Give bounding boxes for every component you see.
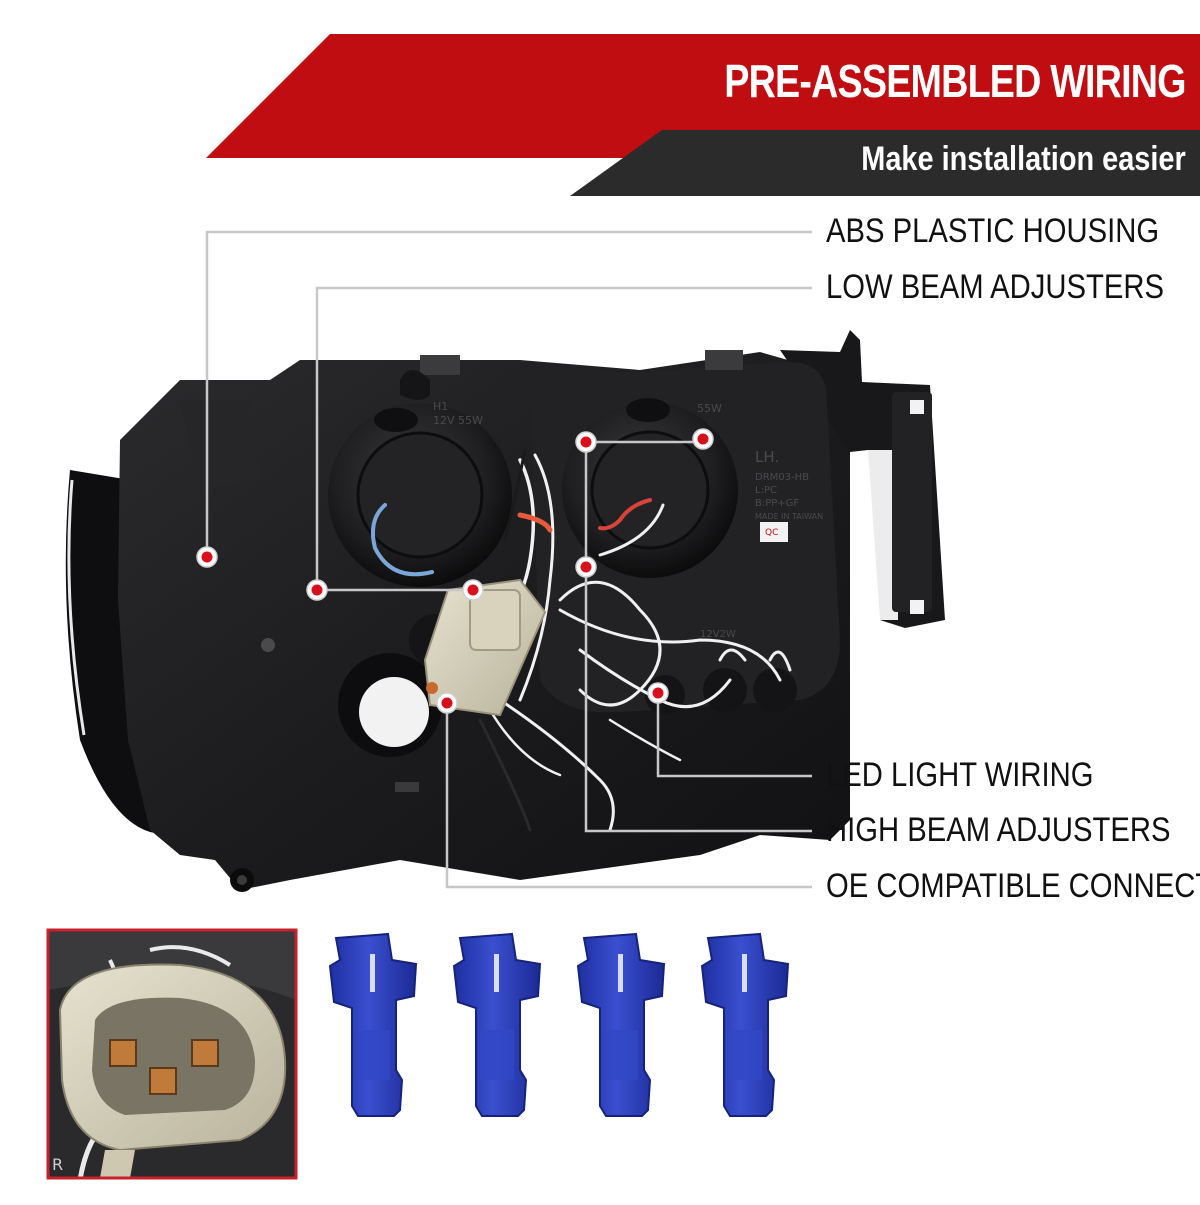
callout-label-oe-compatible-connector: OE COMPATIBLE CONNECTOR [826,867,1200,905]
wire-tap-connector [576,932,666,1117]
wire-tap-connector [452,932,542,1117]
oe-connector-plug [423,578,547,717]
material-marking-1: L:PC [755,485,777,496]
housing-markings: H1 12V 55W 55W LH. DRM03-HB L:PC B:PP+GF… [433,400,823,640]
callout-dot [462,579,484,601]
bulb-right-spec-marking: 55W [697,402,722,415]
qc-sticker [760,522,788,542]
inset-border [46,928,298,1180]
callout-line-oe-compatible-connector [445,703,812,889]
callout-line-led-light-wiring [656,693,812,778]
callout-label-led-light-wiring: LED LIGHT WIRING [826,756,1094,794]
callout-dot [306,579,328,601]
callout-dot [575,556,597,578]
bulb-left-spec-marking: 12V 55W [433,414,483,427]
feature-title: PRE-ASSEMBLED WIRING [724,55,1187,107]
side-marking: LH. [755,448,779,466]
feature-subtitle: Make installation easier [861,140,1186,178]
wiring-harness [371,448,792,832]
wire-tap-connector [700,932,790,1117]
callout-line-low-beam-adjusters [315,286,812,590]
callout-dots [196,428,714,714]
callout-dot [647,682,669,704]
origin-marking: MADE IN TAIWAN [755,512,823,521]
callout-dot [436,692,458,714]
callout-dot [692,428,714,450]
material-marking-2: B:PP+GF [755,498,799,509]
subtitle-banner [570,130,1200,196]
connector-closeup-inset: R [46,928,298,1180]
small-bulb-spec-marking: 12V2W [700,629,736,640]
callout-dot [196,546,218,568]
callout-dot [575,431,597,453]
wire-tap-connector [328,932,418,1117]
bulb-left-marking: H1 [433,400,448,413]
callout-label-abs-plastic-housing: ABS PLASTIC HOUSING [826,212,1160,250]
inset-marking-text: R [52,1155,63,1174]
callout-label-low-beam-adjusters: LOW BEAM ADJUSTERS [826,268,1164,306]
qc-sticker-text: QC [765,528,778,538]
callout-label-high-beam-adjusters: HIGH BEAM ADJUSTERS [826,811,1171,849]
title-banner [206,34,1200,158]
model-marking: DRM03-HB [755,472,809,483]
callout-line-abs-plastic-housing [205,230,812,557]
wire-tap-connectors [328,932,790,1117]
